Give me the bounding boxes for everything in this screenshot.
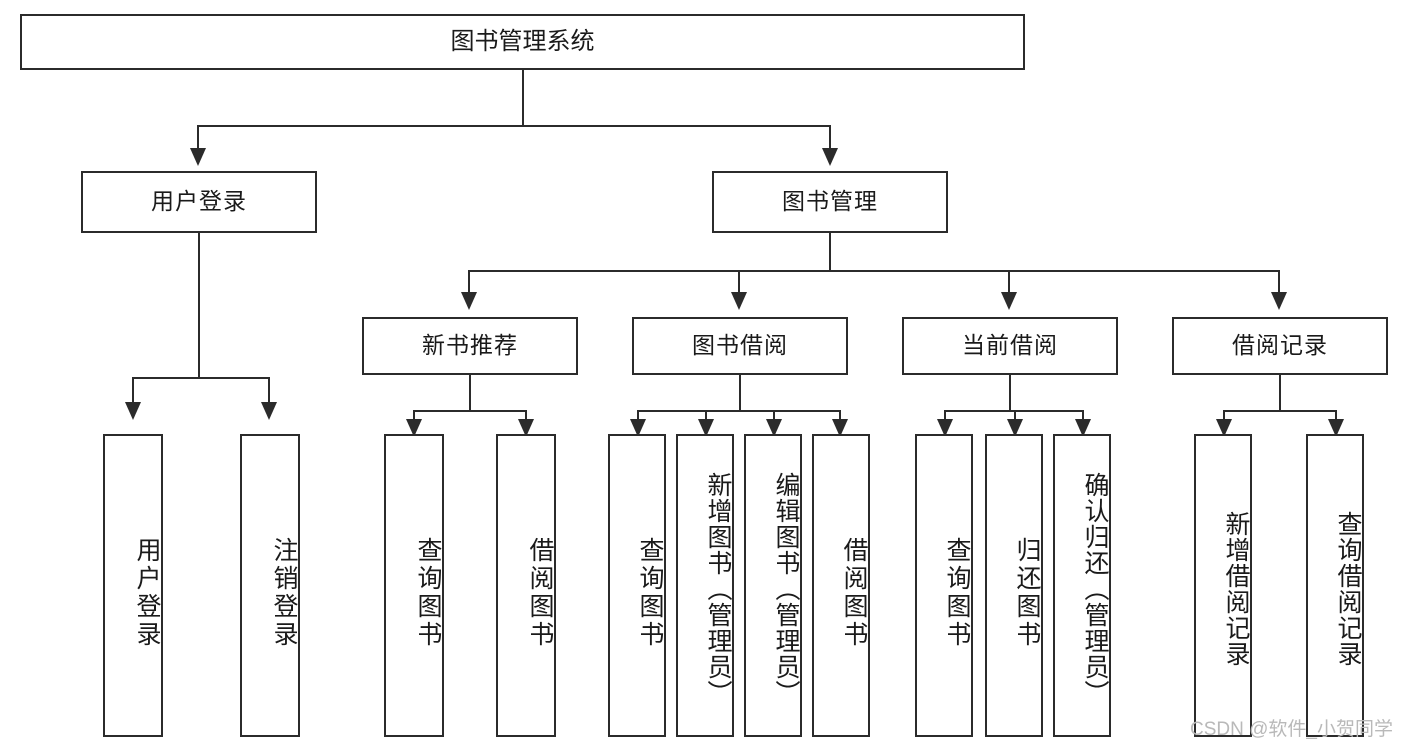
arrow-borrow-leaf-2 [698,419,714,437]
leaf-record-query-borrow-record[interactable]: 查询借阅记录 [1306,434,1364,737]
leaf-current-return-book[interactable]: 归还图书 [985,434,1043,737]
node-user-login[interactable]: 用户登录 [81,171,317,233]
edge-bookmgmt-branch-4 [1278,270,1280,293]
arrow-record-leaf-1 [1216,419,1232,437]
leaf-current-confirm-return-admin[interactable]: 确认归还（管理员） [1053,434,1111,737]
edge-login-stem [198,233,200,378]
node-label: 查询图书 [636,536,664,649]
edge-record-stem [1279,375,1281,411]
arrow-bookmgmt-child-4 [1271,292,1287,310]
node-new-book-recommend[interactable]: 新书推荐 [362,317,578,375]
edge-login-branch-2 [268,377,270,405]
node-label: 当前借阅 [962,332,1058,359]
node-label: 编辑图书（管理员） [772,471,800,706]
edge-bookmgmt-branch-1 [468,270,470,293]
arrow-login-leaf-2 [261,402,277,420]
leaf-borrow-query-book[interactable]: 查询图书 [608,434,666,737]
arrow-bookmgmt-child-1 [461,292,477,310]
node-label: 确认归还（管理员） [1081,471,1109,706]
edge-root-bus [197,125,831,127]
node-label: 查询借阅记录 [1334,510,1362,667]
leaf-logout-login[interactable]: 注销登录 [240,434,300,737]
node-label: 借阅图书 [526,536,554,649]
edge-root-stem [522,70,524,125]
edge-root-to-login [197,125,199,151]
arrow-borrow-leaf-1 [630,419,646,437]
node-label: 图书管理 [782,188,878,215]
node-label: 借阅记录 [1232,332,1328,359]
edge-recommend-stem [469,375,471,411]
node-label: 新增借阅记录 [1222,510,1250,667]
arrow-borrow-leaf-4 [832,419,848,437]
arrow-recommend-leaf-2 [518,419,534,437]
node-book-borrow[interactable]: 图书借阅 [632,317,848,375]
arrow-current-leaf-1 [937,419,953,437]
arrow-bookmgmt-child-2 [731,292,747,310]
arrow-login-leaf-1 [125,402,141,420]
arrow-root-to-bookmgmt [822,148,838,166]
arrow-borrow-leaf-3 [766,419,782,437]
node-label: 用户登录 [133,536,161,649]
node-label: 新书推荐 [422,332,518,359]
node-book-management[interactable]: 图书管理 [712,171,948,233]
edge-current-stem [1009,375,1011,411]
leaf-record-add-borrow-record[interactable]: 新增借阅记录 [1194,434,1252,737]
leaf-current-query-book[interactable]: 查询图书 [915,434,973,737]
node-current-borrow[interactable]: 当前借阅 [902,317,1118,375]
arrow-current-leaf-3 [1075,419,1091,437]
arrow-record-leaf-2 [1328,419,1344,437]
edge-bookmgmt-branch-3 [1008,270,1010,293]
node-label: 图书借阅 [692,332,788,359]
edge-bookmgmt-bus [468,270,1280,272]
arrow-recommend-leaf-1 [406,419,422,437]
edge-login-bus [132,377,270,379]
edge-record-bus [1223,410,1337,412]
node-label: 注销登录 [270,536,298,649]
leaf-user-login[interactable]: 用户登录 [103,434,163,737]
node-label: 查询图书 [943,536,971,649]
node-borrow-record[interactable]: 借阅记录 [1172,317,1388,375]
node-label: 新增图书（管理员） [704,471,732,706]
leaf-recommend-query-book[interactable]: 查询图书 [384,434,444,737]
arrow-current-leaf-2 [1007,419,1023,437]
edge-login-branch-1 [132,377,134,405]
node-label: 图书管理系统 [450,27,595,55]
leaf-borrow-edit-book-admin[interactable]: 编辑图书（管理员） [744,434,802,737]
arrow-root-to-login [190,148,206,166]
leaf-recommend-borrow-book[interactable]: 借阅图书 [496,434,556,737]
node-label: 借阅图书 [840,536,868,649]
edge-recommend-bus [413,410,527,412]
arrow-bookmgmt-child-3 [1001,292,1017,310]
edge-bookmgmt-branch-2 [738,270,740,293]
edge-borrow-bus [637,410,841,412]
edge-root-to-bookmgmt [829,125,831,151]
leaf-borrow-add-book-admin[interactable]: 新增图书（管理员） [676,434,734,737]
edge-bookmgmt-stem [829,233,831,271]
node-label: 查询图书 [414,536,442,649]
node-label: 归还图书 [1013,536,1041,649]
leaf-borrow-borrow-book[interactable]: 借阅图书 [812,434,870,737]
edge-borrow-stem [739,375,741,411]
node-label: 用户登录 [151,188,247,215]
node-root-system[interactable]: 图书管理系统 [20,14,1025,70]
csdn-watermark: CSDN @软件_小贺同学 [1190,719,1393,740]
